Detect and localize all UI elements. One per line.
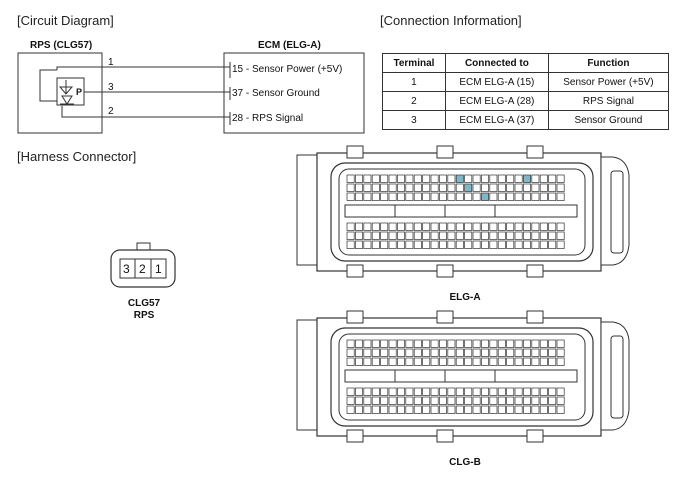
pressure-sensor-icon <box>39 69 85 106</box>
cell-function: Sensor Ground <box>547 110 670 130</box>
header-connected-to: Connected to <box>444 53 549 73</box>
ecm-pin-28: 28 - RPS Signal <box>232 113 303 124</box>
cell-terminal: 2 <box>382 91 446 111</box>
cell-connected: ECM ELG-A (15) <box>444 72 549 92</box>
ecm-box <box>223 52 365 134</box>
table-row: 2 ECM ELG-A (28) RPS Signal <box>382 91 670 111</box>
cell-connected: ECM ELG-A (37) <box>444 110 549 130</box>
clg57-pin-1: 1 <box>155 262 162 276</box>
header-function: Function <box>547 53 670 73</box>
wire-pin2 <box>61 106 230 118</box>
rps-pin-2: 2 <box>108 106 114 117</box>
ecm-title: ECM (ELG-A) <box>258 40 321 51</box>
clg57-pin-2: 2 <box>139 262 146 276</box>
rps-box <box>17 52 103 134</box>
elg-a-label: ELG-A <box>449 292 481 303</box>
clg-b-connector-icon <box>296 310 630 443</box>
clg57-name: CLG57 <box>127 298 161 309</box>
connection-table: Terminal Connected to Function 1 ECM ELG… <box>382 53 670 130</box>
clg57-connector-icon <box>110 242 176 288</box>
wire-pin1 <box>56 66 231 70</box>
cell-terminal: 1 <box>382 72 446 92</box>
cell-function: Sensor Power (+5V) <box>547 72 670 92</box>
connection-info-title: [Connection Information] <box>380 13 522 28</box>
ecm-pin-15: 15 - Sensor Power (+5V) <box>232 64 342 75</box>
clg-b-label: CLG-B <box>449 457 481 468</box>
ecm-pin-15-num: 15 <box>232 64 244 75</box>
cell-terminal: 3 <box>382 110 446 130</box>
header-terminal: Terminal <box>382 53 446 73</box>
table-header-row: Terminal Connected to Function <box>382 53 670 73</box>
table-row: 1 ECM ELG-A (15) Sensor Power (+5V) <box>382 72 670 92</box>
ecm-pin-15-text: - Sensor Power (+5V) <box>243 64 343 75</box>
circuit-diagram-title: [Circuit Diagram] <box>17 13 114 28</box>
rps-pin-3: 3 <box>108 82 114 93</box>
ecm-pin-28-text: - RPS Signal <box>243 113 304 124</box>
circuit-diagram <box>17 52 365 134</box>
rps-title: RPS (CLG57) <box>30 40 93 51</box>
rps-pin-1: 1 <box>108 57 114 68</box>
clg57-pin-3: 3 <box>123 262 130 276</box>
elg-a-connector-icon <box>296 145 630 278</box>
cell-function: RPS Signal <box>547 91 670 111</box>
clg57-desc: RPS <box>133 310 155 321</box>
ecm-pin-28-num: 28 <box>232 113 244 124</box>
ecm-pin-37-num: 37 <box>232 88 244 99</box>
ecm-pin-37: 37 - Sensor Ground <box>232 88 320 99</box>
cell-connected: ECM ELG-A (28) <box>444 91 549 111</box>
ecm-pin-37-text: - Sensor Ground <box>243 88 320 99</box>
sensor-letter: P <box>76 87 83 97</box>
table-row: 3 ECM ELG-A (37) Sensor Ground <box>382 110 670 130</box>
harness-connector-title: [Harness Connector] <box>17 149 137 164</box>
